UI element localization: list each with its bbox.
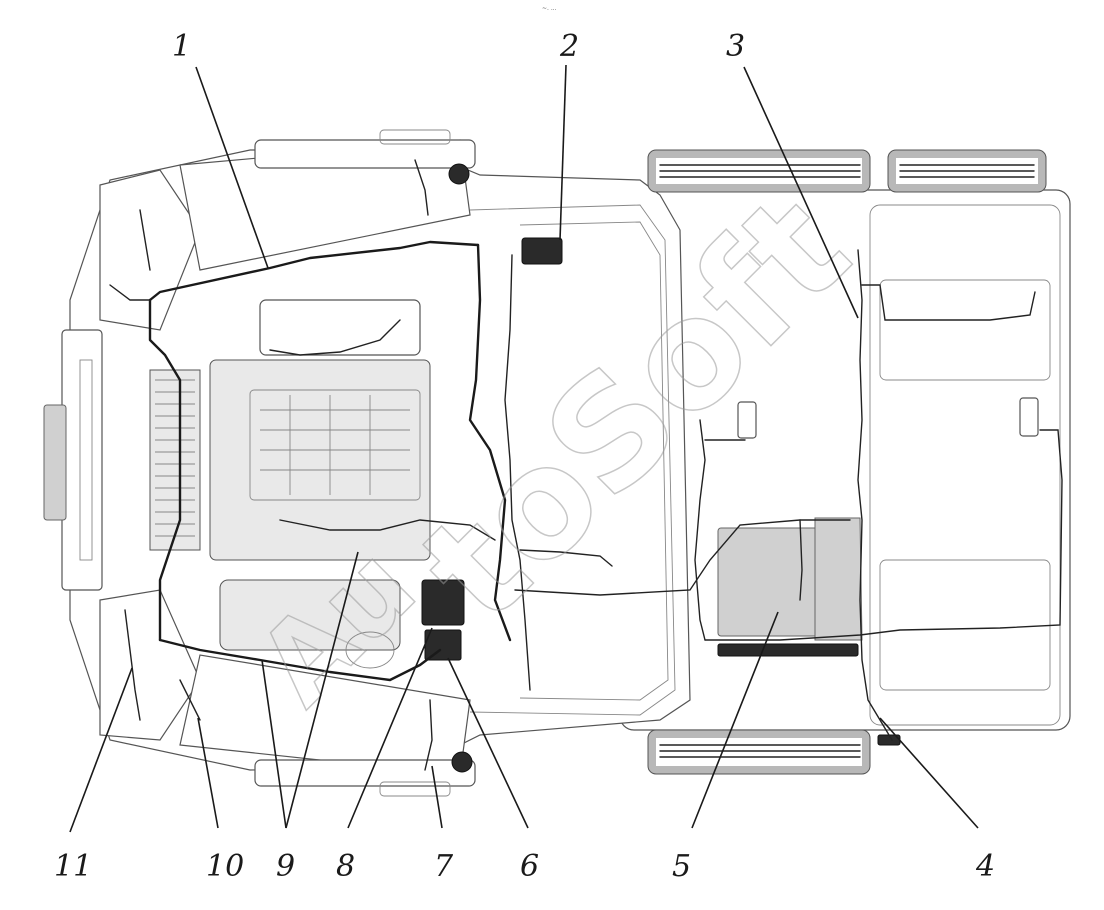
- leader-2: [559, 64, 567, 241]
- harness-front-bottom-9: [158, 638, 442, 682]
- harness-front-7: [424, 699, 433, 771]
- rear-frame-inner: [869, 204, 1061, 726]
- battery-box-5: [717, 527, 819, 637]
- callout-2: 2: [559, 29, 579, 64]
- leader-1: [195, 66, 269, 269]
- step-plate-top-left: [647, 149, 871, 193]
- leader-9b: [285, 551, 359, 829]
- cab-floor-inner: [519, 221, 669, 701]
- rear-platform-panel: [879, 279, 1051, 381]
- air-intake: [259, 299, 421, 356]
- wiring-harnesses: [109, 159, 1063, 771]
- leader-10: [197, 717, 219, 829]
- leader-lines: [69, 64, 979, 833]
- harness-mid-branch: [519, 549, 613, 567]
- fender-left-top: [99, 169, 201, 331]
- leader-9a: [261, 659, 287, 829]
- callout-7: 7: [434, 849, 454, 884]
- leader-6: [447, 657, 529, 829]
- radiator: [149, 369, 201, 551]
- leader-3: [743, 66, 859, 319]
- harness-front-upper-branch: [139, 209, 151, 271]
- fender-left-bottom: [99, 589, 201, 741]
- harness-front-upper-left: [109, 284, 151, 301]
- callout-labels: 1 2 3 4 5 6 7 8 9 10 11: [54, 29, 995, 884]
- wheel-arch-bottom: [379, 781, 451, 797]
- wheel-arch-top: [379, 129, 451, 145]
- callout-8: 8: [336, 849, 355, 884]
- battery-shield: [814, 517, 863, 641]
- battery-terminal-bar: [717, 643, 859, 657]
- harness-sensor-left: [694, 419, 706, 641]
- engine-detail: [260, 395, 410, 495]
- harness-rear-long: [704, 429, 1063, 641]
- callout-10: 10: [206, 849, 244, 884]
- step-plate-bottom: [647, 729, 871, 775]
- harness-cab-vertical: [504, 254, 531, 691]
- relay-block-6: [424, 629, 462, 661]
- callout-11: 11: [54, 849, 92, 884]
- harness-fender-11: [124, 609, 141, 721]
- callout-5: 5: [672, 849, 691, 884]
- leader-11: [69, 667, 133, 833]
- harness-front-top-branch: [414, 159, 429, 216]
- tank-cap-bottom: [451, 751, 473, 773]
- step-plate-top-right: [887, 149, 1047, 193]
- leader-8: [347, 627, 433, 829]
- leader-7: [431, 765, 443, 829]
- tank-cap-top: [448, 163, 470, 185]
- harness-engine: [279, 519, 496, 541]
- harness-engine-2: [269, 319, 401, 356]
- harness-front-top-1: [148, 240, 480, 302]
- tow-hook: [43, 404, 67, 521]
- radiator-fins: [155, 379, 195, 537]
- components: [421, 237, 1039, 746]
- flywheel: [345, 631, 395, 669]
- gearbox: [219, 579, 401, 651]
- callout-3: 3: [726, 29, 745, 64]
- callout-4: 4: [975, 849, 995, 884]
- cab-floor: [469, 204, 676, 716]
- front-bumper: [61, 329, 103, 591]
- callout-6: 6: [520, 849, 539, 884]
- header-mark: ~. ...: [542, 5, 557, 12]
- leader-4: [879, 717, 979, 829]
- callout-1: 1: [172, 29, 191, 64]
- step-top-frame: [254, 139, 476, 169]
- engine-head: [249, 389, 421, 501]
- harness-main-vertical: [468, 243, 512, 642]
- harness-rear-3: [857, 249, 893, 741]
- control-unit-2: [521, 237, 563, 265]
- harness-rear-top: [861, 284, 1036, 321]
- harness-battery-link: [799, 519, 803, 601]
- rear-sensor-right: [1019, 397, 1039, 437]
- harness-fender-10: [179, 679, 201, 721]
- leader-5: [691, 611, 779, 829]
- bumper-slot: [79, 359, 93, 561]
- rear-sensor-left: [737, 401, 757, 439]
- harness-front-left: [148, 298, 182, 642]
- fuse-block-8: [421, 579, 465, 626]
- callout-9: 9: [276, 849, 295, 884]
